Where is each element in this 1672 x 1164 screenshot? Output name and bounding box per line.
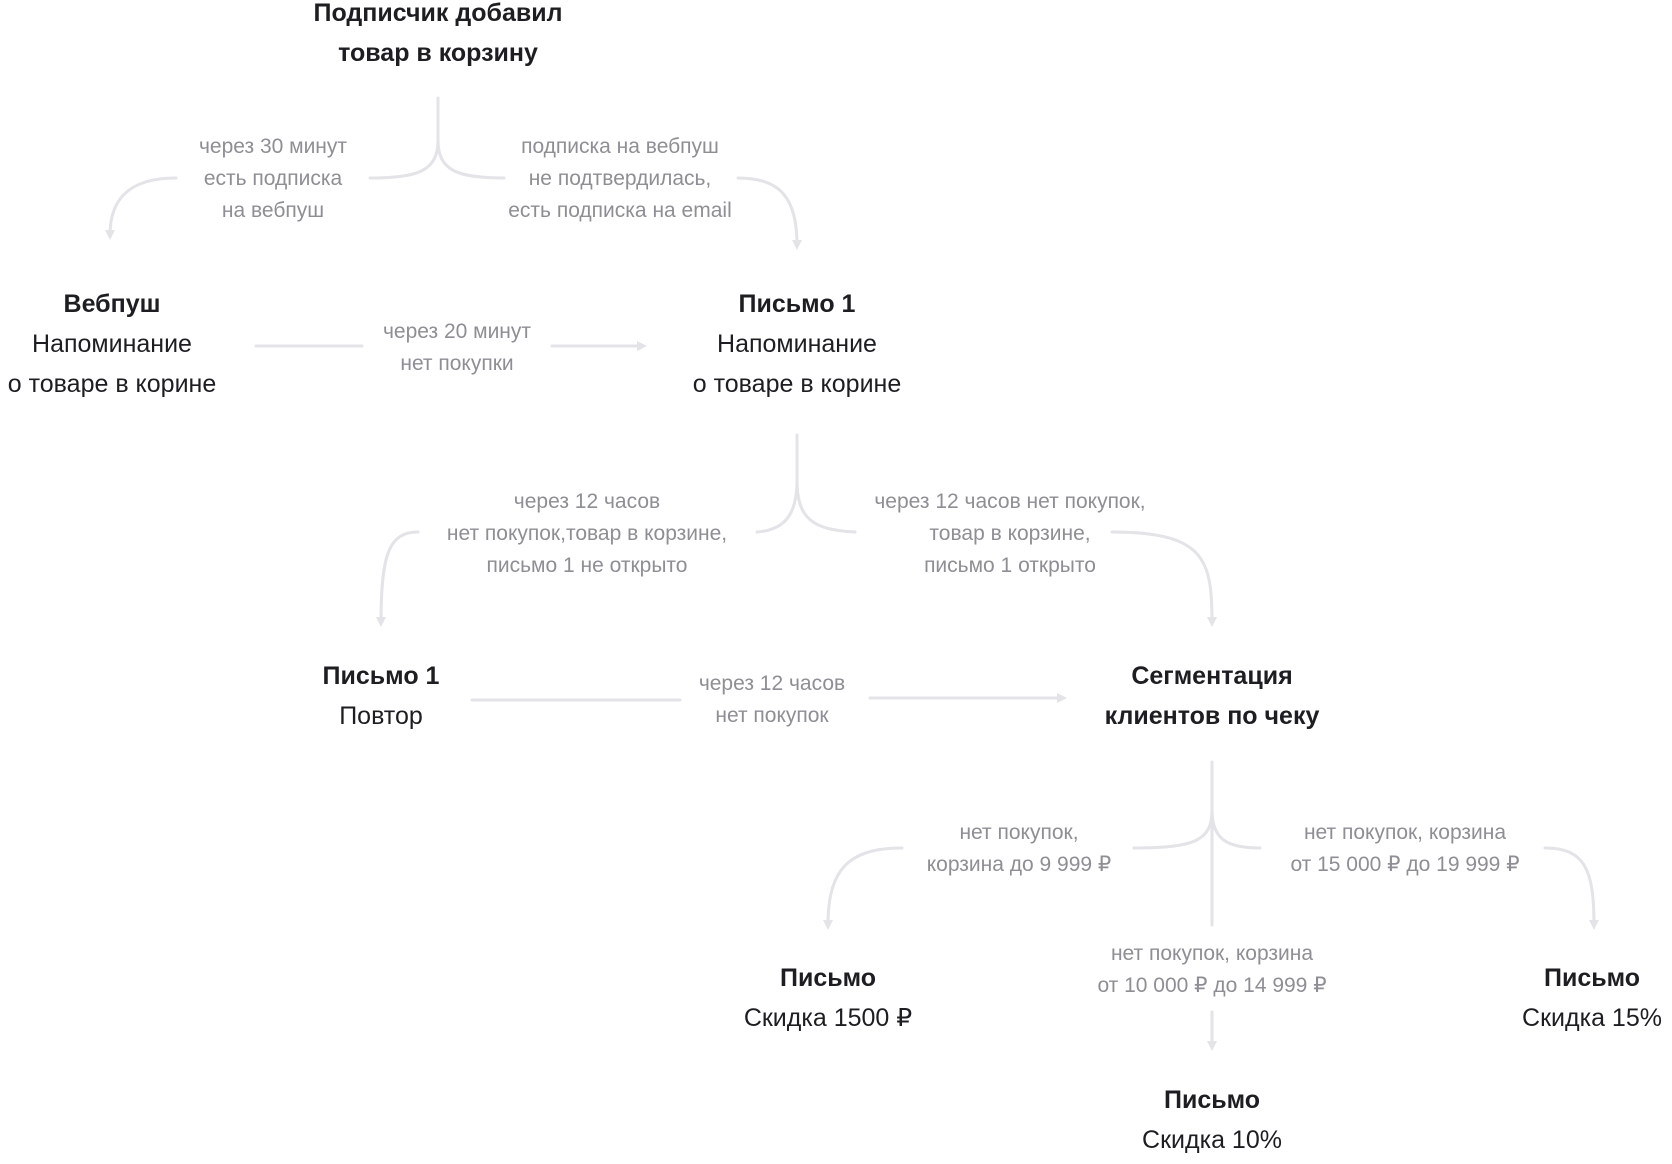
connector-start-to-letter1 <box>436 138 506 180</box>
condition-line: через 20 минут <box>382 320 532 343</box>
condition-line: подписка на вебпуш <box>521 135 719 158</box>
condition-line: через 12 часов <box>513 490 661 513</box>
condition-line: на вебпуш <box>221 199 325 222</box>
node-letter1-repeat-title: Письмо 1 <box>322 662 440 690</box>
condition-line: корзина до 9 999 ₽ <box>926 853 1112 876</box>
condition-line: нет покупок, корзина <box>1303 821 1507 844</box>
connector-seg-to-15-tail <box>1543 846 1599 930</box>
condition-line: нет покупок, <box>959 821 1079 844</box>
node-webpush: Вебпуш Напоминание о товаре в корине <box>8 284 217 404</box>
connector-letter1-to-seg-tail <box>1110 530 1217 627</box>
condition-line: через 12 часов <box>698 672 846 695</box>
connector-seg-to-15 <box>1210 808 1262 850</box>
connector-letter1-to-seg <box>795 478 857 534</box>
node-letter1-sub-line-1: Напоминание <box>717 330 877 358</box>
node-letter-1500-title: Письмо <box>779 964 877 992</box>
condition-line: не подтвердилась, <box>528 167 712 190</box>
condition-line: письмо 1 открыто <box>924 554 1096 577</box>
condition-line: нет покупок, корзина <box>1110 942 1314 965</box>
connector-seg-to-1500 <box>1132 808 1214 850</box>
node-webpush-sub-line-2: о товаре в корине <box>7 370 217 398</box>
condition-seg-to-15: нет покупок, корзина от 15 000 ₽ до 19 9… <box>1290 817 1519 881</box>
node-letter-15-title: Письмо <box>1543 964 1641 992</box>
condition-start-to-webpush: через 30 минут есть подписка на вебпуш <box>199 131 347 227</box>
condition-start-to-letter1: подписка на вебпуш не подтвердилась, ест… <box>508 131 731 227</box>
condition-line: от 10 000 ₽ до 14 999 ₽ <box>1097 974 1327 997</box>
condition-line: нет покупок <box>715 704 829 727</box>
node-letter1-sub-line-2: о товаре в корине <box>692 370 902 398</box>
connector-seg-to-1500-tail <box>823 846 904 930</box>
node-letter-10-title: Письмо <box>1163 1086 1261 1114</box>
connector-letter1-to-repeat <box>755 478 799 534</box>
node-webpush-title: Вебпуш <box>63 290 161 318</box>
condition-seg-to-10: нет покупок, корзина от 10 000 ₽ до 14 9… <box>1097 938 1326 1002</box>
condition-seg-to-1500: нет покупок, корзина до 9 999 ₽ <box>927 817 1112 881</box>
node-webpush-sub-line-1: Напоминание <box>32 330 192 358</box>
condition-line: через 30 минут <box>198 135 348 158</box>
connector-start-to-webpush <box>368 138 440 180</box>
node-start-title-line-2: товар в корзину <box>338 39 538 67</box>
connector-start-to-webpush-tail <box>105 176 178 240</box>
node-letter1-repeat-sub: Повтор <box>339 702 423 730</box>
node-letter1: Письмо 1 Напоминание о товаре в корине <box>693 284 902 404</box>
node-letter1-title: Письмо 1 <box>738 290 856 318</box>
node-letter-1500-sub: Скидка 1500 ₽ <box>743 1004 913 1032</box>
node-start: Подписчик добавил товар в корзину <box>314 0 563 73</box>
node-letter-15-sub: Скидка 15% <box>1522 1004 1662 1032</box>
condition-webpush-to-letter1: через 20 минут нет покупки <box>383 316 531 380</box>
condition-line: нет покупок,товар в корзине, <box>446 522 728 545</box>
condition-repeat-to-segmentation: через 12 часов нет покупок <box>699 668 845 732</box>
node-segmentation-title-line-2: клиентов по чеку <box>1104 702 1320 730</box>
condition-line: товар в корзине, <box>929 522 1091 545</box>
condition-line: есть подписка на email <box>508 199 732 222</box>
node-letter1-repeat: Письмо 1 Повтор <box>323 656 440 736</box>
condition-line: есть подписка <box>203 167 343 190</box>
node-segmentation-title-line-1: Сегментация <box>1131 662 1293 690</box>
node-letter-10-sub: Скидка 10% <box>1142 1126 1282 1154</box>
node-letter-10: Письмо Скидка 10% <box>1142 1080 1282 1160</box>
node-segmentation: Сегментация клиентов по чеку <box>1105 656 1320 736</box>
condition-letter1-to-repeat: через 12 часов нет покупок,товар в корзи… <box>447 486 727 582</box>
condition-line: от 15 000 ₽ до 19 999 ₽ <box>1290 853 1520 876</box>
condition-line: нет покупки <box>400 352 514 375</box>
condition-letter1-to-segmentation: через 12 часов нет покупок, товар в корз… <box>874 486 1145 582</box>
node-start-title-line-1: Подписчик добавил <box>313 0 563 27</box>
condition-line: через 12 часов нет покупок, <box>874 490 1146 513</box>
connector-letter1-to-repeat-tail <box>376 530 420 627</box>
node-letter-1500: Письмо Скидка 1500 ₽ <box>744 958 912 1038</box>
node-letter-15: Письмо Скидка 15% <box>1522 958 1662 1038</box>
condition-line: письмо 1 не открыто <box>486 554 688 577</box>
connector-start-to-letter1-tail <box>736 176 802 250</box>
